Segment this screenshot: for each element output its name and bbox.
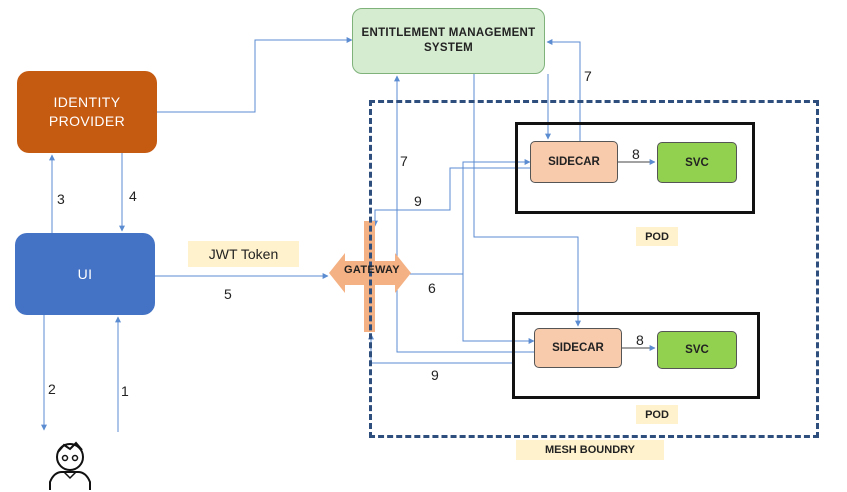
- identity-provider-box: IDENTITY PROVIDER: [17, 71, 157, 153]
- pod-1: [515, 122, 755, 214]
- edge-label-1: 1: [121, 383, 129, 399]
- edge-label-8-bottom: 8: [636, 332, 644, 348]
- gateway-to-sidecar2-connector: [462, 274, 535, 344]
- edge-label-5: 5: [224, 286, 232, 302]
- sidecar2-to-ems-connector: [394, 75, 534, 353]
- pod-2-tag: POD: [636, 405, 678, 424]
- edge-label-7-left: 7: [400, 153, 408, 169]
- idp-to-ems-connector: [157, 37, 353, 113]
- ems-to-sidecar2-connector: [473, 74, 581, 327]
- svc-2-box: SVC: [657, 331, 737, 369]
- gateway-to-sidecar1-connector: [410, 159, 531, 275]
- mesh-boundary-tag: MESH BOUNDRY: [516, 440, 664, 460]
- edge-label-9-top: 9: [414, 193, 422, 209]
- pod-2: [512, 312, 760, 399]
- edge-label-7-top: 7: [584, 68, 592, 84]
- user-icon: [49, 441, 91, 490]
- sidecar-2-box: SIDECAR: [534, 328, 622, 368]
- edge-label-2: 2: [48, 381, 56, 397]
- edge-label-9-bottom: 9: [431, 367, 439, 383]
- sidecar-1-box: SIDECAR: [530, 141, 618, 183]
- edge-label-6: 6: [428, 280, 436, 296]
- jwt-token-tag: JWT Token: [188, 241, 299, 267]
- pod-1-tag: POD: [636, 227, 678, 246]
- edge-label-4: 4: [129, 188, 137, 204]
- gateway-label: GATEWAY: [344, 264, 400, 276]
- edge-label-8-top: 8: [632, 146, 640, 162]
- edge-label-3: 3: [57, 191, 65, 207]
- sidecar1-to-ems-connector: [546, 39, 581, 141]
- svc-1-box: SVC: [657, 142, 737, 183]
- sidecar1-to-gateway-connector: [372, 167, 530, 227]
- mesh-boundary: [369, 100, 819, 438]
- entitlement-management-system-box: ENTITLEMENT MANAGEMENT SYSTEM: [352, 8, 545, 74]
- ui-box: UI: [15, 233, 155, 315]
